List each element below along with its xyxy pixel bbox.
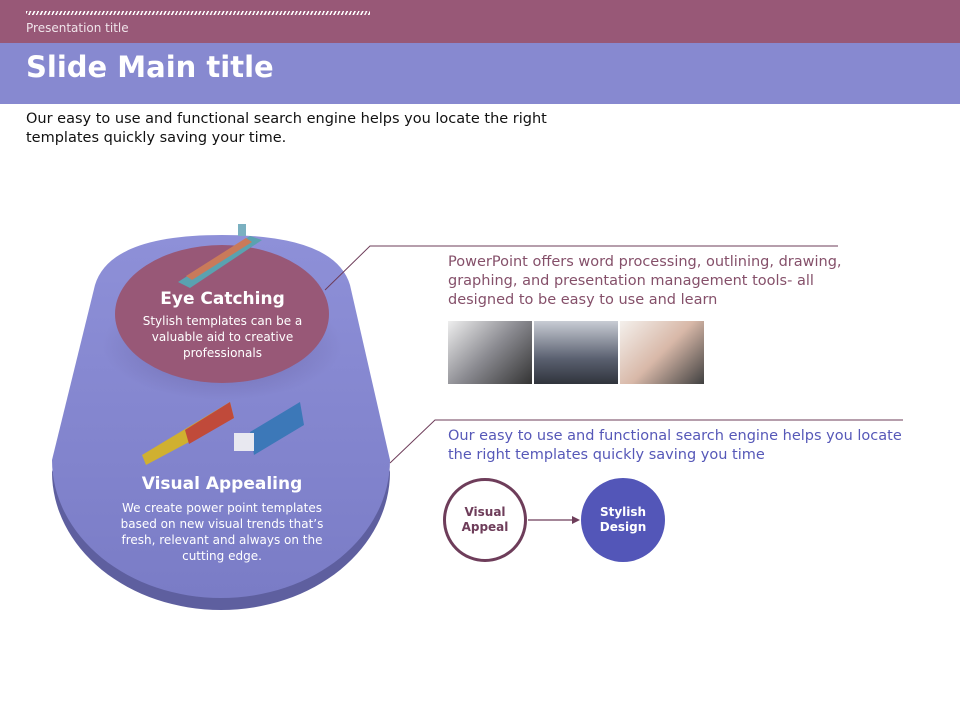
eye-catching-text: Stylish templates can be a valuable aid …	[142, 314, 303, 360]
connector-line-1	[324, 245, 838, 291]
visual-appealing-text: We create power point templates based on…	[120, 501, 324, 563]
stylish-design-label: Stylish Design	[599, 505, 647, 534]
stylish-design-circle: Stylish Design	[581, 478, 665, 562]
slide-title: Slide Main title	[26, 50, 274, 84]
presentation-title: Presentation title	[26, 21, 129, 35]
ship-icon	[178, 224, 262, 288]
powerpoint-description: PowerPoint offers word processing, outli…	[448, 254, 842, 308]
intro-text: Our easy to use and functional search en…	[26, 111, 547, 146]
visual-appealing-block: Visual Appealing We create power point t…	[112, 474, 332, 564]
train-icon	[142, 402, 234, 465]
eye-catching-ellipse	[115, 245, 329, 383]
applause-photo	[620, 321, 704, 384]
visual-appeal-label: Visual Appeal	[461, 505, 509, 534]
eye-catching-block: Eye Catching Stylish templates can be a …	[130, 289, 315, 361]
header-bar	[0, 0, 960, 43]
visual-appealing-title: Visual Appealing	[141, 474, 303, 494]
hatch-decoration	[26, 11, 370, 15]
city-skyline-photo	[534, 321, 618, 384]
business-team-photo	[448, 321, 532, 384]
search-engine-description: Our easy to use and functional search en…	[448, 428, 902, 463]
truck-icon	[234, 402, 304, 455]
eye-catching-title: Eye Catching	[160, 289, 285, 309]
title-bar	[0, 43, 960, 104]
photo-strip	[448, 321, 704, 384]
visual-appeal-circle: Visual Appeal	[443, 478, 527, 562]
connector-line-2	[389, 419, 903, 464]
